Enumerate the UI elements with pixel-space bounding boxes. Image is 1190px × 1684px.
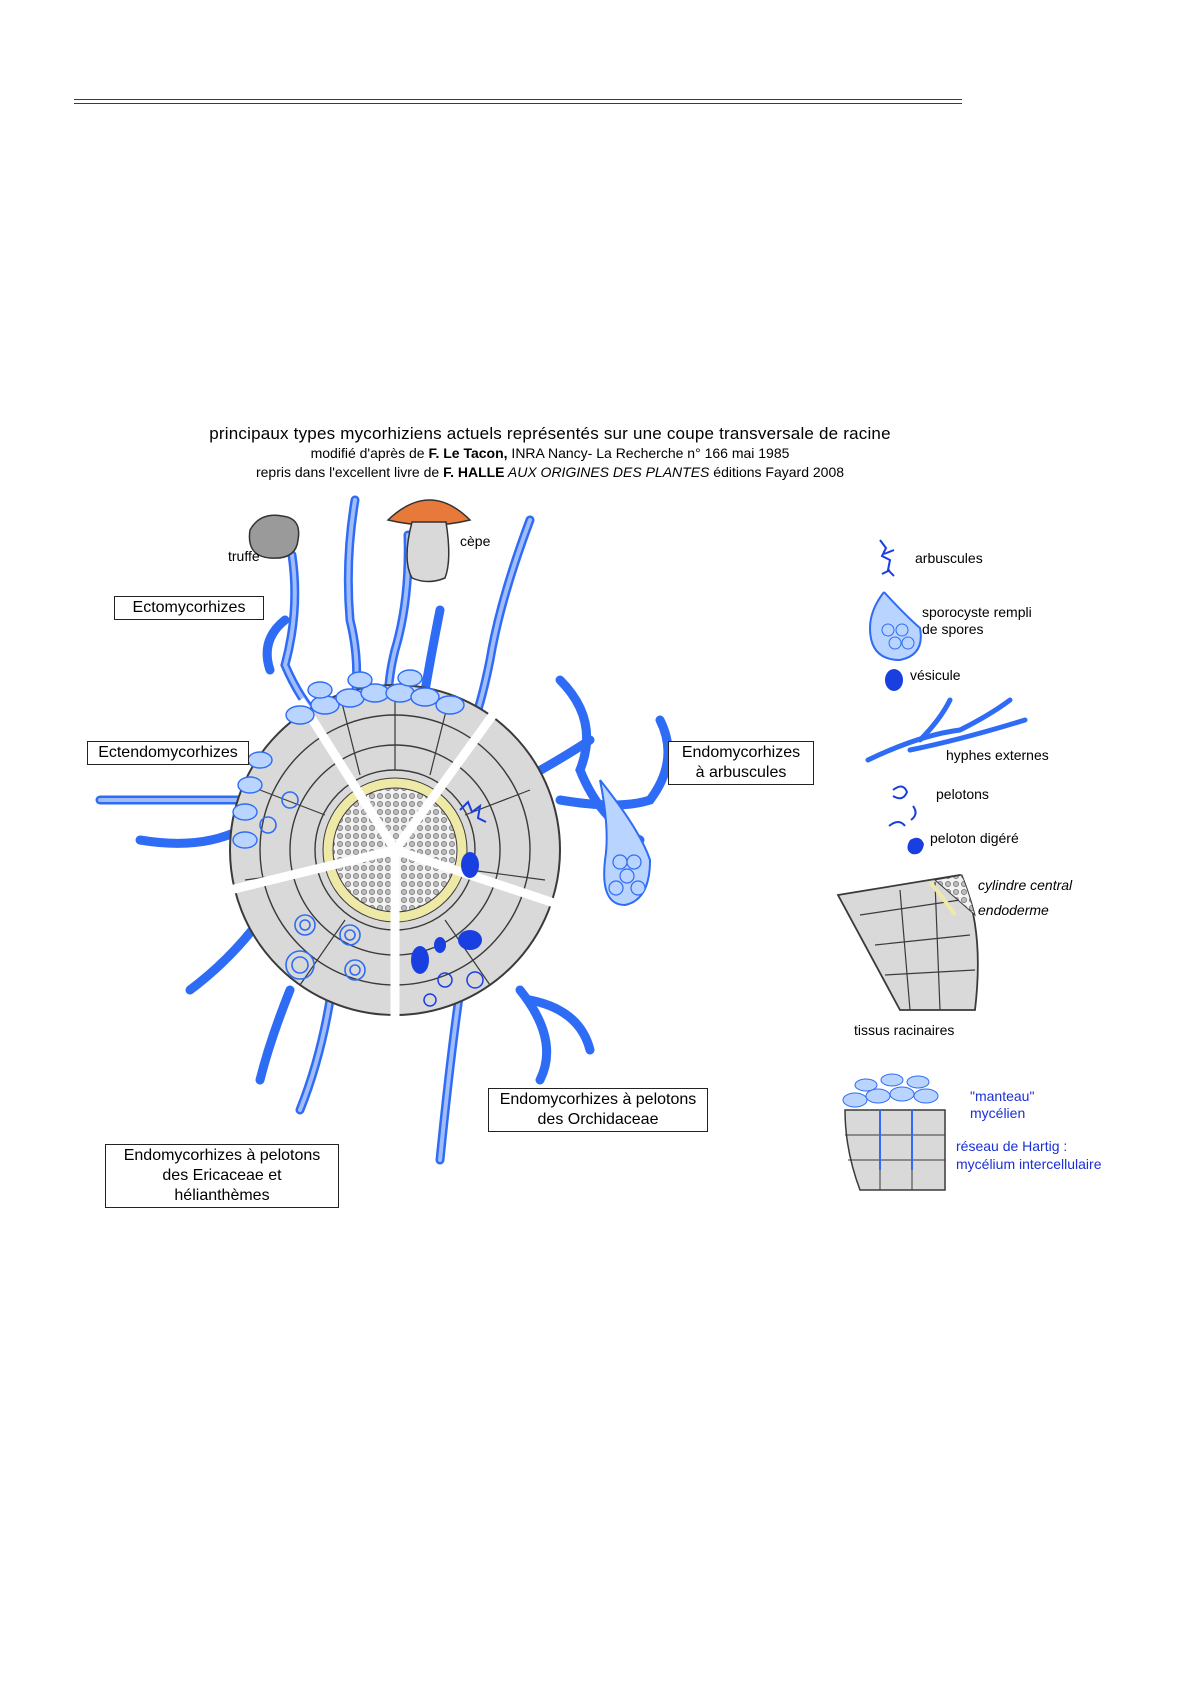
root-section (228, 669, 562, 1030)
header-rule-bottom (74, 103, 962, 104)
legend-hartig-1: réseau de Hartig : (956, 1138, 1068, 1154)
cep-icon (386, 499, 472, 583)
endo-eric-line1: Endomycorhizes à pelotons (123, 1147, 321, 1164)
endo-arb-line2: à arbuscules (695, 764, 787, 781)
legend-hartig-2: mycélium intercellulaire (956, 1156, 1102, 1172)
endo-eric-line2: des Ericaceae et (162, 1167, 282, 1184)
sporocyst-diagram (599, 779, 652, 907)
ectendo-box: Ectendomycorhizes (87, 741, 249, 765)
sporocyst-icon (868, 591, 922, 662)
endo-arb-line1: Endomycorhizes (681, 744, 801, 761)
legend-vesicule: vésicule (910, 667, 961, 683)
legend-pelotons: pelotons (936, 786, 989, 802)
truffle-icon (248, 514, 300, 559)
truffle-label: truffe (228, 548, 260, 564)
root-tissue-icon (836, 874, 979, 1011)
vesicule-icon (885, 669, 903, 691)
endo-eric-box: Endomycorhizes à pelotons des Ericaceae … (105, 1144, 339, 1208)
legend-hyphes: hyphes externes (946, 747, 1049, 763)
hyphes-icon (865, 697, 1028, 763)
legend-endoderme: endoderme (978, 902, 1049, 918)
header-rule-top (74, 99, 962, 100)
legend-manteau-1: "manteau" (970, 1088, 1035, 1104)
legend-sporocyst-2: de spores (922, 621, 984, 637)
legend-sporocyst-1: sporocyste rempli (922, 604, 1032, 620)
legend-tissus: tissus racinaires (854, 1022, 955, 1038)
endo-orch-box: Endomycorhizes à pelotons des Orchidacea… (488, 1088, 708, 1132)
legend-arbuscules: arbuscules (915, 550, 983, 566)
legend-manteau-2: mycélien (970, 1105, 1026, 1121)
peloton-digere-icon (907, 837, 924, 855)
figure-credit-2: repris dans l'excellent livre de F. HALL… (255, 464, 845, 480)
legend-cylindre: cylindre central (978, 877, 1073, 893)
arbuscules-icon (879, 539, 895, 577)
endo-orch-line2: des Orchidaceae (537, 1111, 659, 1128)
figure-credit-1: modifié d'après de F. Le Tacon, INRA Nan… (310, 445, 790, 461)
cep-label: cèpe (460, 533, 491, 549)
endo-orch-line1: Endomycorhizes à pelotons (499, 1091, 697, 1108)
endo-arb-box: Endomycorhizes à arbuscules (668, 741, 814, 785)
external-hyphae (95, 495, 673, 1165)
hartig-net-icon (842, 1073, 946, 1191)
legend-peloton-digere: peloton digéré (930, 830, 1019, 846)
figure-title: principaux types mycorhiziens actuels re… (209, 424, 891, 443)
ecto-box: Ectomycorhizes (114, 596, 264, 620)
endo-eric-line3: hélianthèmes (174, 1187, 270, 1204)
pelotons-icon (888, 785, 917, 827)
